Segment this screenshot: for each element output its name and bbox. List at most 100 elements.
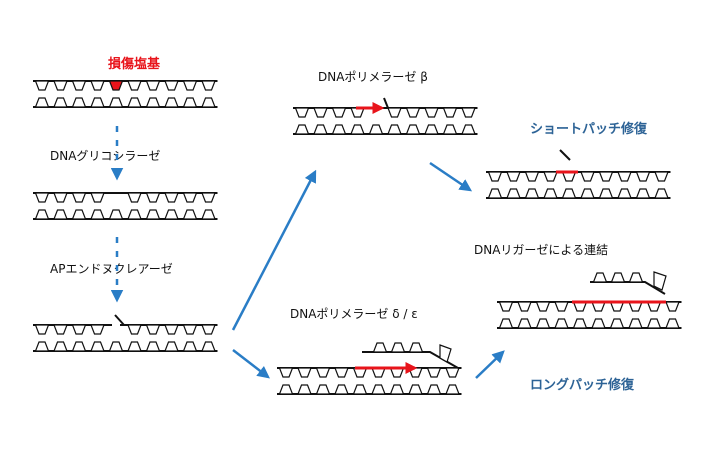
nucleobase (598, 171, 614, 182)
nucleobase (182, 192, 198, 203)
nucleobase (164, 97, 179, 108)
duplex-short-patch-result (486, 171, 671, 199)
nucleobase (297, 367, 312, 378)
nucleobase (90, 209, 105, 220)
nucleobase (127, 97, 142, 108)
nucleobase (408, 342, 424, 353)
nucleobase (145, 192, 161, 203)
nucleobase (182, 97, 198, 108)
nucleobase (487, 171, 503, 182)
nucleobase (315, 367, 331, 378)
nucleobase (609, 318, 625, 329)
nucleobase (331, 107, 347, 118)
duplex-damaged (33, 80, 218, 108)
nucleobase (580, 188, 595, 199)
nucleobase (665, 318, 680, 329)
nucleobase (506, 188, 521, 199)
nucleobase (294, 124, 310, 135)
nucleobase (628, 272, 644, 283)
nucleobase (145, 324, 161, 335)
long-patch-label: ロングパッチ修復 (530, 378, 635, 393)
nucleobase (182, 324, 198, 335)
nucleobase (461, 124, 476, 135)
nucleobase (389, 384, 405, 395)
nucleobase (145, 209, 161, 220)
nucleobase (445, 367, 460, 378)
ligase-label: DNAリガーゼによる連結 (474, 243, 609, 257)
nucleobase (278, 384, 294, 395)
nucleobase (598, 188, 614, 199)
nucleobase (34, 209, 50, 220)
nucleobase (164, 324, 179, 335)
short-patch-label: ショートパッチ修復 (530, 122, 648, 137)
nucleobase (34, 341, 50, 352)
nucleobase (628, 318, 643, 329)
nucleobase (201, 97, 216, 108)
nucleobase (90, 97, 105, 108)
nucleobase (554, 301, 569, 312)
nucleobase (426, 367, 442, 378)
arrow-long-patch-result (475, 350, 505, 379)
nucleobase (34, 97, 50, 108)
nucleobase (34, 80, 50, 91)
nucleobase (34, 324, 50, 335)
nucleobase (442, 124, 458, 135)
nucleobase (390, 342, 406, 353)
nucleobase (543, 171, 558, 182)
nucleobase (294, 107, 310, 118)
nucleobase (535, 301, 551, 312)
nucleobase (461, 107, 476, 118)
incision-mark (114, 314, 125, 326)
nucleobase (506, 171, 521, 182)
nucleobase (610, 272, 626, 283)
nucleobase (108, 80, 124, 91)
nucleobase (572, 318, 588, 329)
nucleobase (654, 188, 669, 199)
nucleobase (352, 384, 368, 395)
nucleobase (71, 192, 87, 203)
nucleobase (331, 124, 347, 135)
nucleobase (646, 318, 662, 329)
nucleobase (127, 324, 142, 335)
nucleobase (164, 341, 179, 352)
nucleobase (315, 384, 331, 395)
nucleobase (127, 209, 142, 220)
nucleobase (405, 124, 421, 135)
nucleobase (71, 80, 87, 91)
excised-flap (590, 271, 667, 295)
nucleobase (71, 209, 87, 220)
nucleobase (405, 107, 421, 118)
nucleobase (487, 188, 503, 199)
nucleobase (313, 124, 328, 135)
nucleobase (53, 97, 68, 108)
nucleobase (554, 318, 569, 329)
nucleobase (524, 188, 540, 199)
nucleobase (591, 318, 606, 329)
excised-dRP (559, 149, 571, 161)
duplex-pol-beta (293, 107, 478, 135)
nucleobase (201, 341, 216, 352)
nucleobase (145, 97, 161, 108)
nucleobase (164, 209, 179, 220)
arrow-to-short-patch (231, 169, 317, 331)
nucleobase (201, 192, 216, 203)
nucleobase (127, 341, 142, 352)
nucleobase (201, 209, 216, 220)
nucleobase (53, 80, 68, 91)
nucleobase (145, 80, 161, 91)
nucleobase (34, 192, 50, 203)
duplex-ap-site (33, 192, 218, 220)
nucleobase (71, 324, 87, 335)
pol-beta-label: DNAポリメラーゼ β (318, 70, 428, 84)
nucleobase (53, 341, 68, 352)
nucleobase (71, 341, 87, 352)
nucleobase (164, 80, 179, 91)
nucleobase (350, 124, 365, 135)
nucleobase (182, 341, 198, 352)
nucleobase (445, 384, 460, 395)
nucleobase (426, 384, 442, 395)
nucleobase (90, 341, 105, 352)
nucleobase (535, 318, 551, 329)
flap-end-base (439, 344, 452, 363)
displaced-flap (362, 342, 459, 369)
